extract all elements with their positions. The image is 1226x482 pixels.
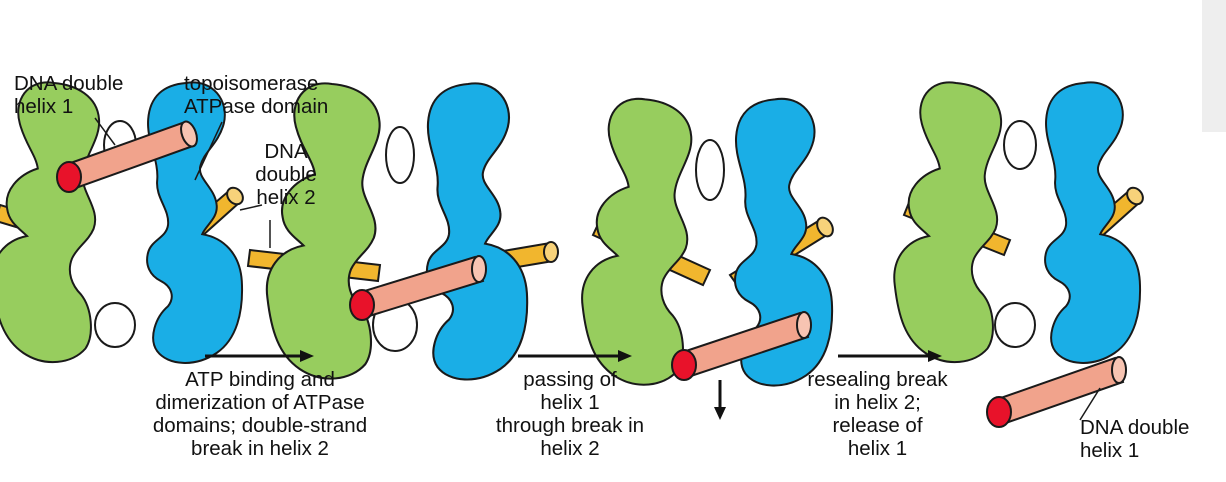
break-end (671, 349, 697, 381)
pointer-atpase (194, 121, 223, 181)
scrollbar-track[interactable] (1202, 0, 1226, 132)
break-end (986, 396, 1012, 428)
break-end (349, 289, 375, 321)
label-step2: passing of helix 1 through break in heli… (495, 368, 645, 460)
pointer-helix2 (239, 204, 263, 211)
arrow-step1 (205, 350, 314, 362)
label-dna-helix1-top: DNA double helix 1 (14, 72, 124, 118)
label-dna-helix2: DNA double helix 2 (255, 140, 317, 209)
stage-4 (893, 81, 1144, 428)
arrow-step3 (838, 350, 942, 362)
label-step3: resealing break in helix 2; release of h… (807, 368, 948, 460)
pointer-helix1-bottom (1079, 387, 1101, 421)
stage-2 (246, 82, 559, 381)
break-end (56, 161, 82, 193)
helix1-rod (993, 356, 1125, 426)
stage-1 (0, 81, 244, 364)
pointer-helix1 (94, 117, 116, 146)
helix1-end-right (180, 120, 198, 148)
label-dna-helix1-bottom: DNA double helix 1 (1080, 416, 1190, 462)
arrow-step2 (518, 350, 632, 362)
label-step1: ATP binding and dimerization of ATPase d… (152, 368, 368, 460)
helix2-end (226, 186, 244, 206)
hole (94, 302, 136, 348)
label-topoisomerase-atpase: topoisomerase ATPase domain (184, 72, 329, 118)
stage-3 (581, 97, 834, 420)
